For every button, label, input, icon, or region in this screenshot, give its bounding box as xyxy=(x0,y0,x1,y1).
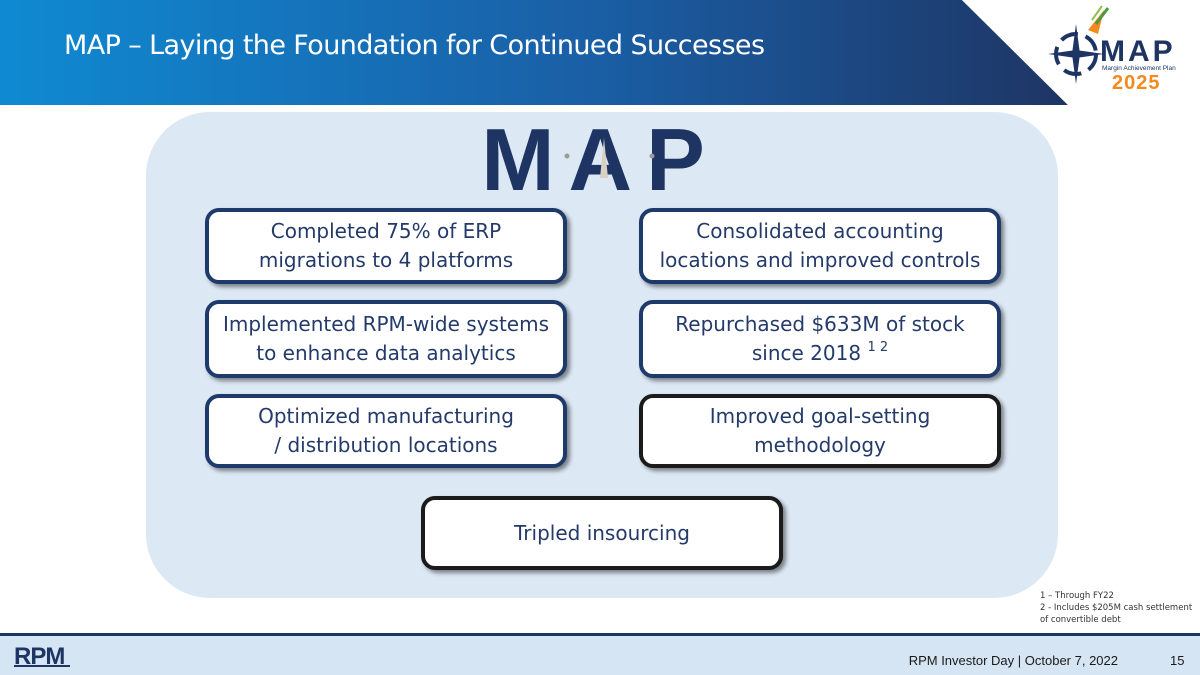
manufacturing-box: Optimized manufacturing / distribution lo… xyxy=(205,394,567,468)
box-line: to enhance data analytics xyxy=(256,341,516,365)
stock-repurchase-box: Repurchased $633M of stock since 2018 1 2 xyxy=(639,300,1001,378)
insourcing-box: Tripled insourcing xyxy=(421,496,783,570)
erp-migration-box: Completed 75% of ERP migrations to 4 plat… xyxy=(205,208,567,284)
footnote-markers: 1 2 xyxy=(867,340,889,355)
box-line: Completed 75% of ERP xyxy=(270,219,502,243)
box-line: Improved goal-setting xyxy=(709,404,931,428)
goal-setting-box: Improved goal-setting methodology xyxy=(639,394,1001,468)
event-caption: RPM Investor Day | October 7, 2022 xyxy=(908,653,1118,668)
box-line: Tripled insourcing xyxy=(514,520,690,545)
rpm-logo-text: RPM xyxy=(14,643,64,668)
box-line: Implemented RPM-wide systems xyxy=(222,312,550,336)
accounting-box: Consolidated accounting locations and imp… xyxy=(639,208,1001,284)
footer-bar xyxy=(0,636,1200,675)
box-line: locations and improved controls xyxy=(659,248,981,272)
box-line: Consolidated accounting xyxy=(696,219,944,243)
footnote: 2 - Includes $205M cash settlement xyxy=(1040,603,1193,613)
logo-word: MAP xyxy=(1100,35,1176,68)
footnotes: 1 – Through FY22 2 - Includes $205M cash… xyxy=(1040,590,1192,626)
compass-icon xyxy=(1048,5,1110,84)
map-2025-logo: MAP Margin Achievement Plan 2025 xyxy=(1040,2,1200,102)
box-line: migrations to 4 platforms xyxy=(258,248,514,272)
footnote: of convertible debt xyxy=(1040,615,1121,625)
header-banner: MAP – Laying the Foundation for Continue… xyxy=(0,0,1200,105)
box-line: methodology xyxy=(754,433,886,457)
rpm-logo-icon: RPM xyxy=(14,643,70,668)
box-line: Repurchased $633M of stock xyxy=(675,312,965,336)
logo-tagline: Margin Achievement Plan xyxy=(1102,65,1176,72)
footnote: 1 – Through FY22 xyxy=(1040,591,1114,601)
map-wordmark: MAP xyxy=(481,118,719,198)
box-line: since 2018 xyxy=(751,341,862,365)
logo-year: 2025 xyxy=(1112,72,1161,94)
map-wordmark-text: MAP xyxy=(481,118,719,198)
footer-divider xyxy=(0,633,1200,636)
slide-title: MAP – Laying the Foundation for Continue… xyxy=(64,30,765,61)
box-line: / distribution locations xyxy=(274,433,498,457)
box-line: Optimized manufacturing xyxy=(258,404,514,428)
data-analytics-box: Implemented RPM-wide systems to enhance d… xyxy=(205,300,567,378)
page-number: 15 xyxy=(1170,653,1185,668)
